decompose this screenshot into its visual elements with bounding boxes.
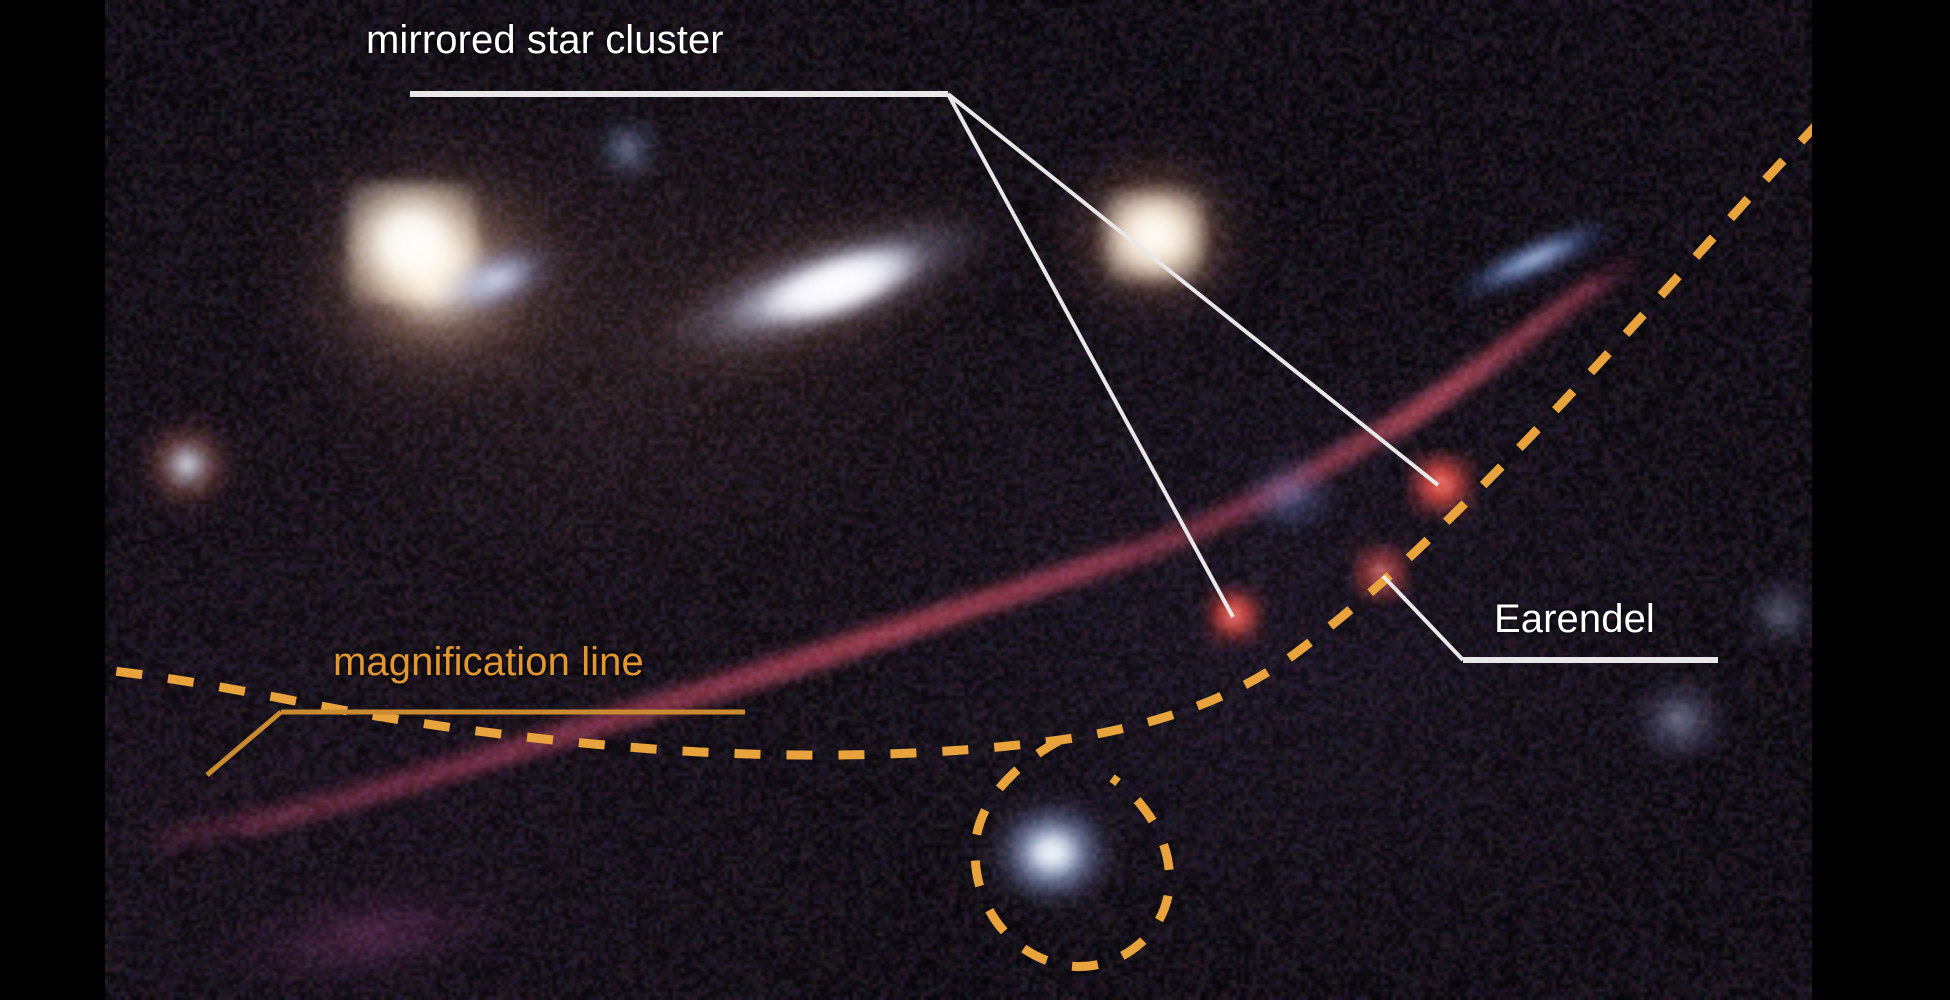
label-magnification-line: magnification line (333, 640, 644, 684)
letterbox-right (1812, 0, 1950, 1000)
label-mirrored-star-cluster: mirrored star cluster (366, 18, 724, 62)
label-earendel: Earendel (1494, 597, 1655, 641)
letterbox-left (0, 0, 105, 1000)
